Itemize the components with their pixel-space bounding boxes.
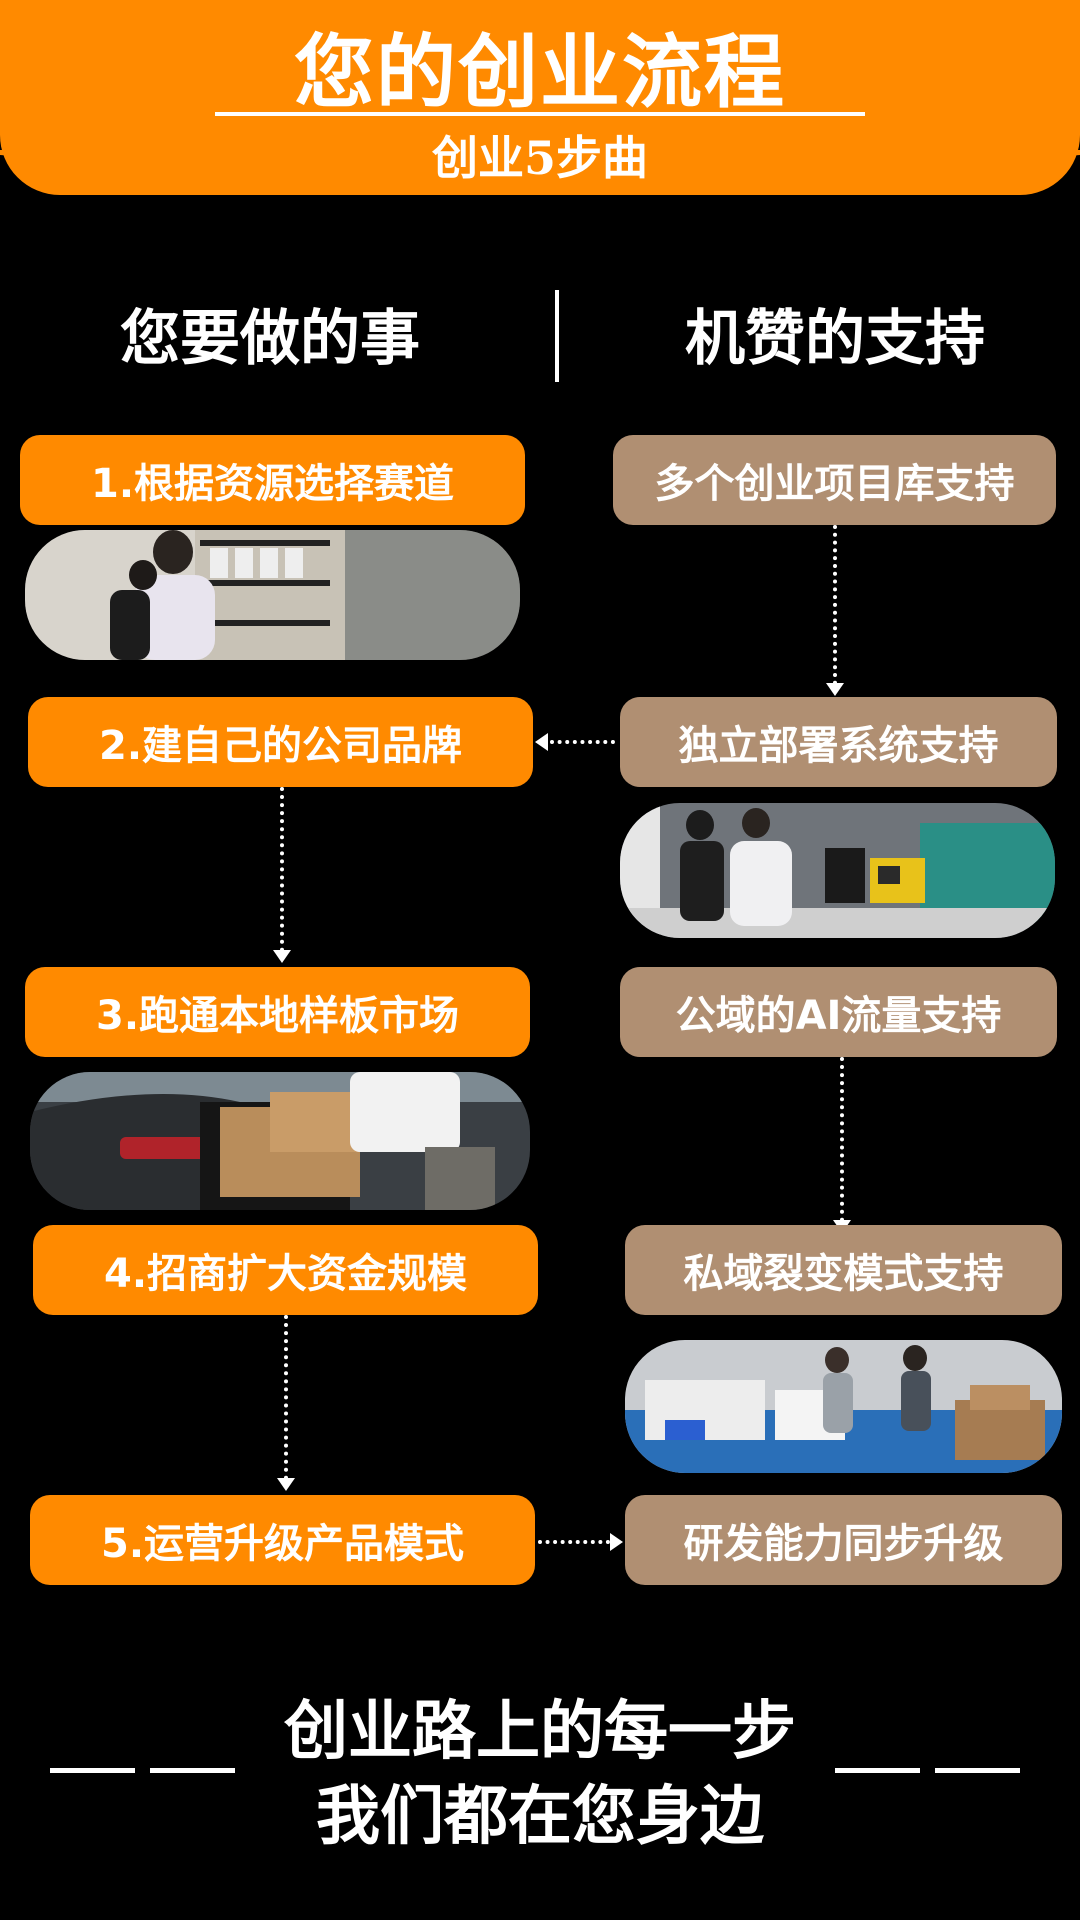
footer-line-2: 我们都在您身边: [316, 1780, 764, 1854]
right-column-heading: 机赞的支持: [685, 304, 985, 374]
support-3-button[interactable]: 公域的AI流量支持: [620, 967, 1057, 1057]
connector-support1-support2: [833, 525, 837, 685]
support-1-button[interactable]: 多个创业项目库支持: [613, 435, 1056, 525]
footer-dash-left-2: [150, 1768, 235, 1773]
connector-support3-support4: [840, 1057, 844, 1222]
left-column-heading: 您要做的事: [120, 304, 420, 374]
arrow-right-icon: [610, 1533, 623, 1551]
step-3-photo: [30, 1072, 530, 1210]
step-1-photo: [25, 530, 520, 660]
support-4-photo: [625, 1340, 1062, 1473]
arrow-down-icon: [273, 950, 291, 963]
connector-step4-step5: [284, 1315, 288, 1480]
footer-dash-right-2: [935, 1768, 1020, 1773]
title-underline: [215, 112, 865, 116]
footer-line-1: 创业路上的每一步: [284, 1695, 796, 1769]
support-2-button[interactable]: 独立部署系统支持: [620, 697, 1057, 787]
connector-step2-step3: [280, 787, 284, 952]
step-2-button[interactable]: 2.建自己的公司品牌: [28, 697, 533, 787]
step-5-button[interactable]: 5.运营升级产品模式: [30, 1495, 535, 1585]
arrow-left-icon: [535, 733, 548, 751]
step-1-button[interactable]: 1.根据资源选择赛道: [20, 435, 525, 525]
connector-step5-support5: [538, 1540, 610, 1544]
support-4-button[interactable]: 私域裂变模式支持: [625, 1225, 1062, 1315]
banner-bottom-curve: [0, 150, 1080, 177]
support-5-button[interactable]: 研发能力同步升级: [625, 1495, 1062, 1585]
footer-dash-right-1: [835, 1768, 920, 1773]
column-divider: [555, 290, 559, 382]
step-4-button[interactable]: 4.招商扩大资金规模: [33, 1225, 538, 1315]
page-subtitle: 创业5步曲: [431, 131, 648, 185]
footer-dash-left-1: [50, 1768, 135, 1773]
arrow-down-icon: [826, 683, 844, 696]
step-3-button[interactable]: 3.跑通本地样板市场: [25, 967, 530, 1057]
arrow-down-icon: [277, 1478, 295, 1491]
support-2-photo: [620, 803, 1055, 938]
connector-support2-step2: [550, 740, 615, 744]
page-title: 您的创业流程: [294, 26, 786, 119]
